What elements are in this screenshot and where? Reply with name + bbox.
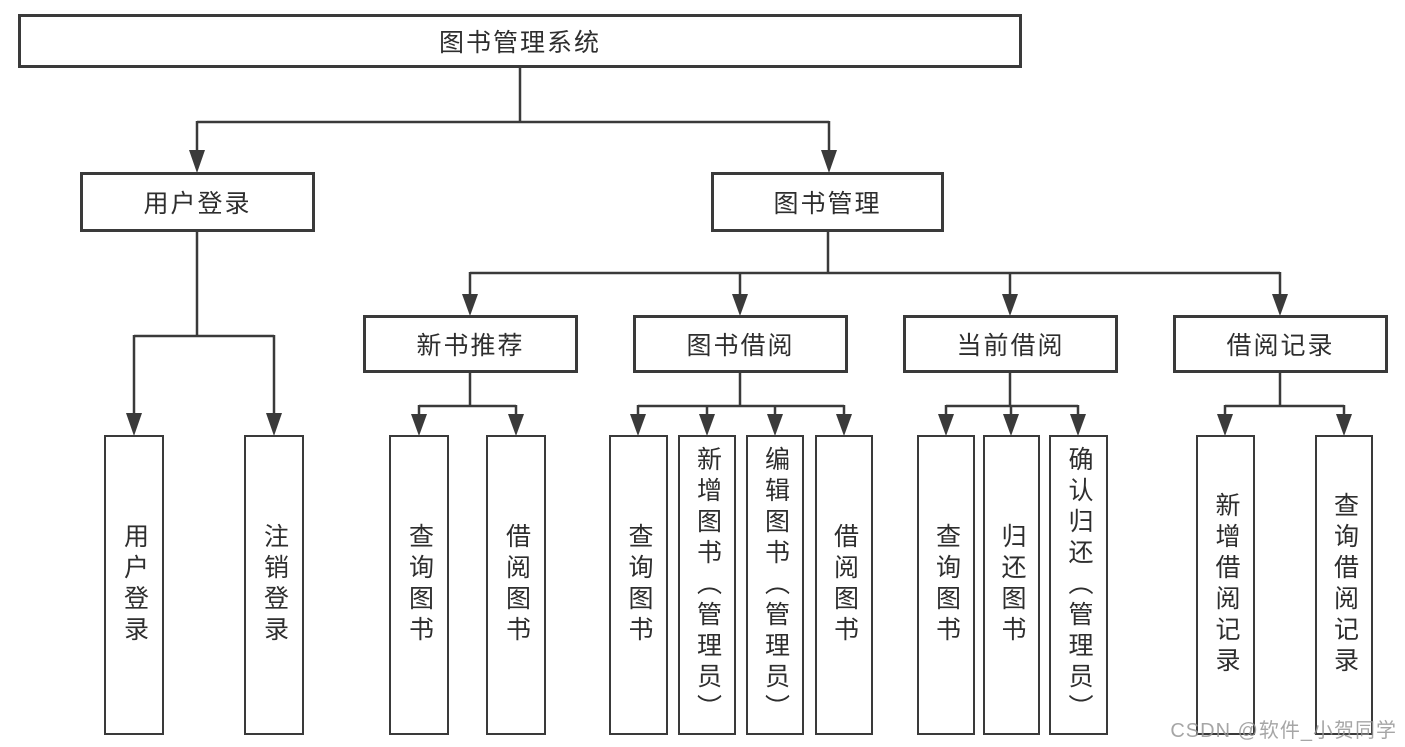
leaf-user-login: 用户登录 <box>104 435 164 735</box>
node-book-management: 图书管理 <box>711 172 944 232</box>
node-current-borrowing: 当前借阅 <box>903 315 1118 373</box>
node-book-borrowing: 图书借阅 <box>633 315 848 373</box>
connector-root-to-level2 <box>189 68 837 173</box>
connector-book-mgmt-to-level3 <box>462 232 1288 316</box>
connector-user-login-to-leaves <box>126 232 282 436</box>
leaf-query-books: 查询图书 <box>917 435 975 735</box>
leaf-logout: 注销登录 <box>244 435 304 735</box>
node-user-login: 用户登录 <box>80 172 315 232</box>
leaf-return-books: 归还图书 <box>983 435 1040 735</box>
leaf-borrow-books: 借阅图书 <box>486 435 546 735</box>
leaf-borrow-books: 借阅图书 <box>815 435 873 735</box>
leaf-query-books: 查询图书 <box>389 435 449 735</box>
leaf-query-books: 查询图书 <box>609 435 668 735</box>
connector-records-to-leaves <box>1217 373 1352 436</box>
leaf-confirm-return-admin: 确认归还（管理员） <box>1049 435 1108 735</box>
node-library-system: 图书管理系统 <box>18 14 1022 68</box>
leaf-edit-books-admin: 编辑图书（管理员） <box>746 435 804 735</box>
connector-new-rec-to-leaves <box>411 373 524 436</box>
connector-borrowing-to-leaves <box>630 373 852 436</box>
leaf-query-borrow-record: 查询借阅记录 <box>1315 435 1373 735</box>
node-borrow-records: 借阅记录 <box>1173 315 1388 373</box>
node-new-book-recommend: 新书推荐 <box>363 315 578 373</box>
leaf-add-borrow-record: 新增借阅记录 <box>1196 435 1255 735</box>
csdn-watermark: CSDN @软件_小贺同学 <box>1170 720 1397 742</box>
connector-current-to-leaves <box>938 373 1086 436</box>
leaf-add-books-admin: 新增图书（管理员） <box>678 435 736 735</box>
